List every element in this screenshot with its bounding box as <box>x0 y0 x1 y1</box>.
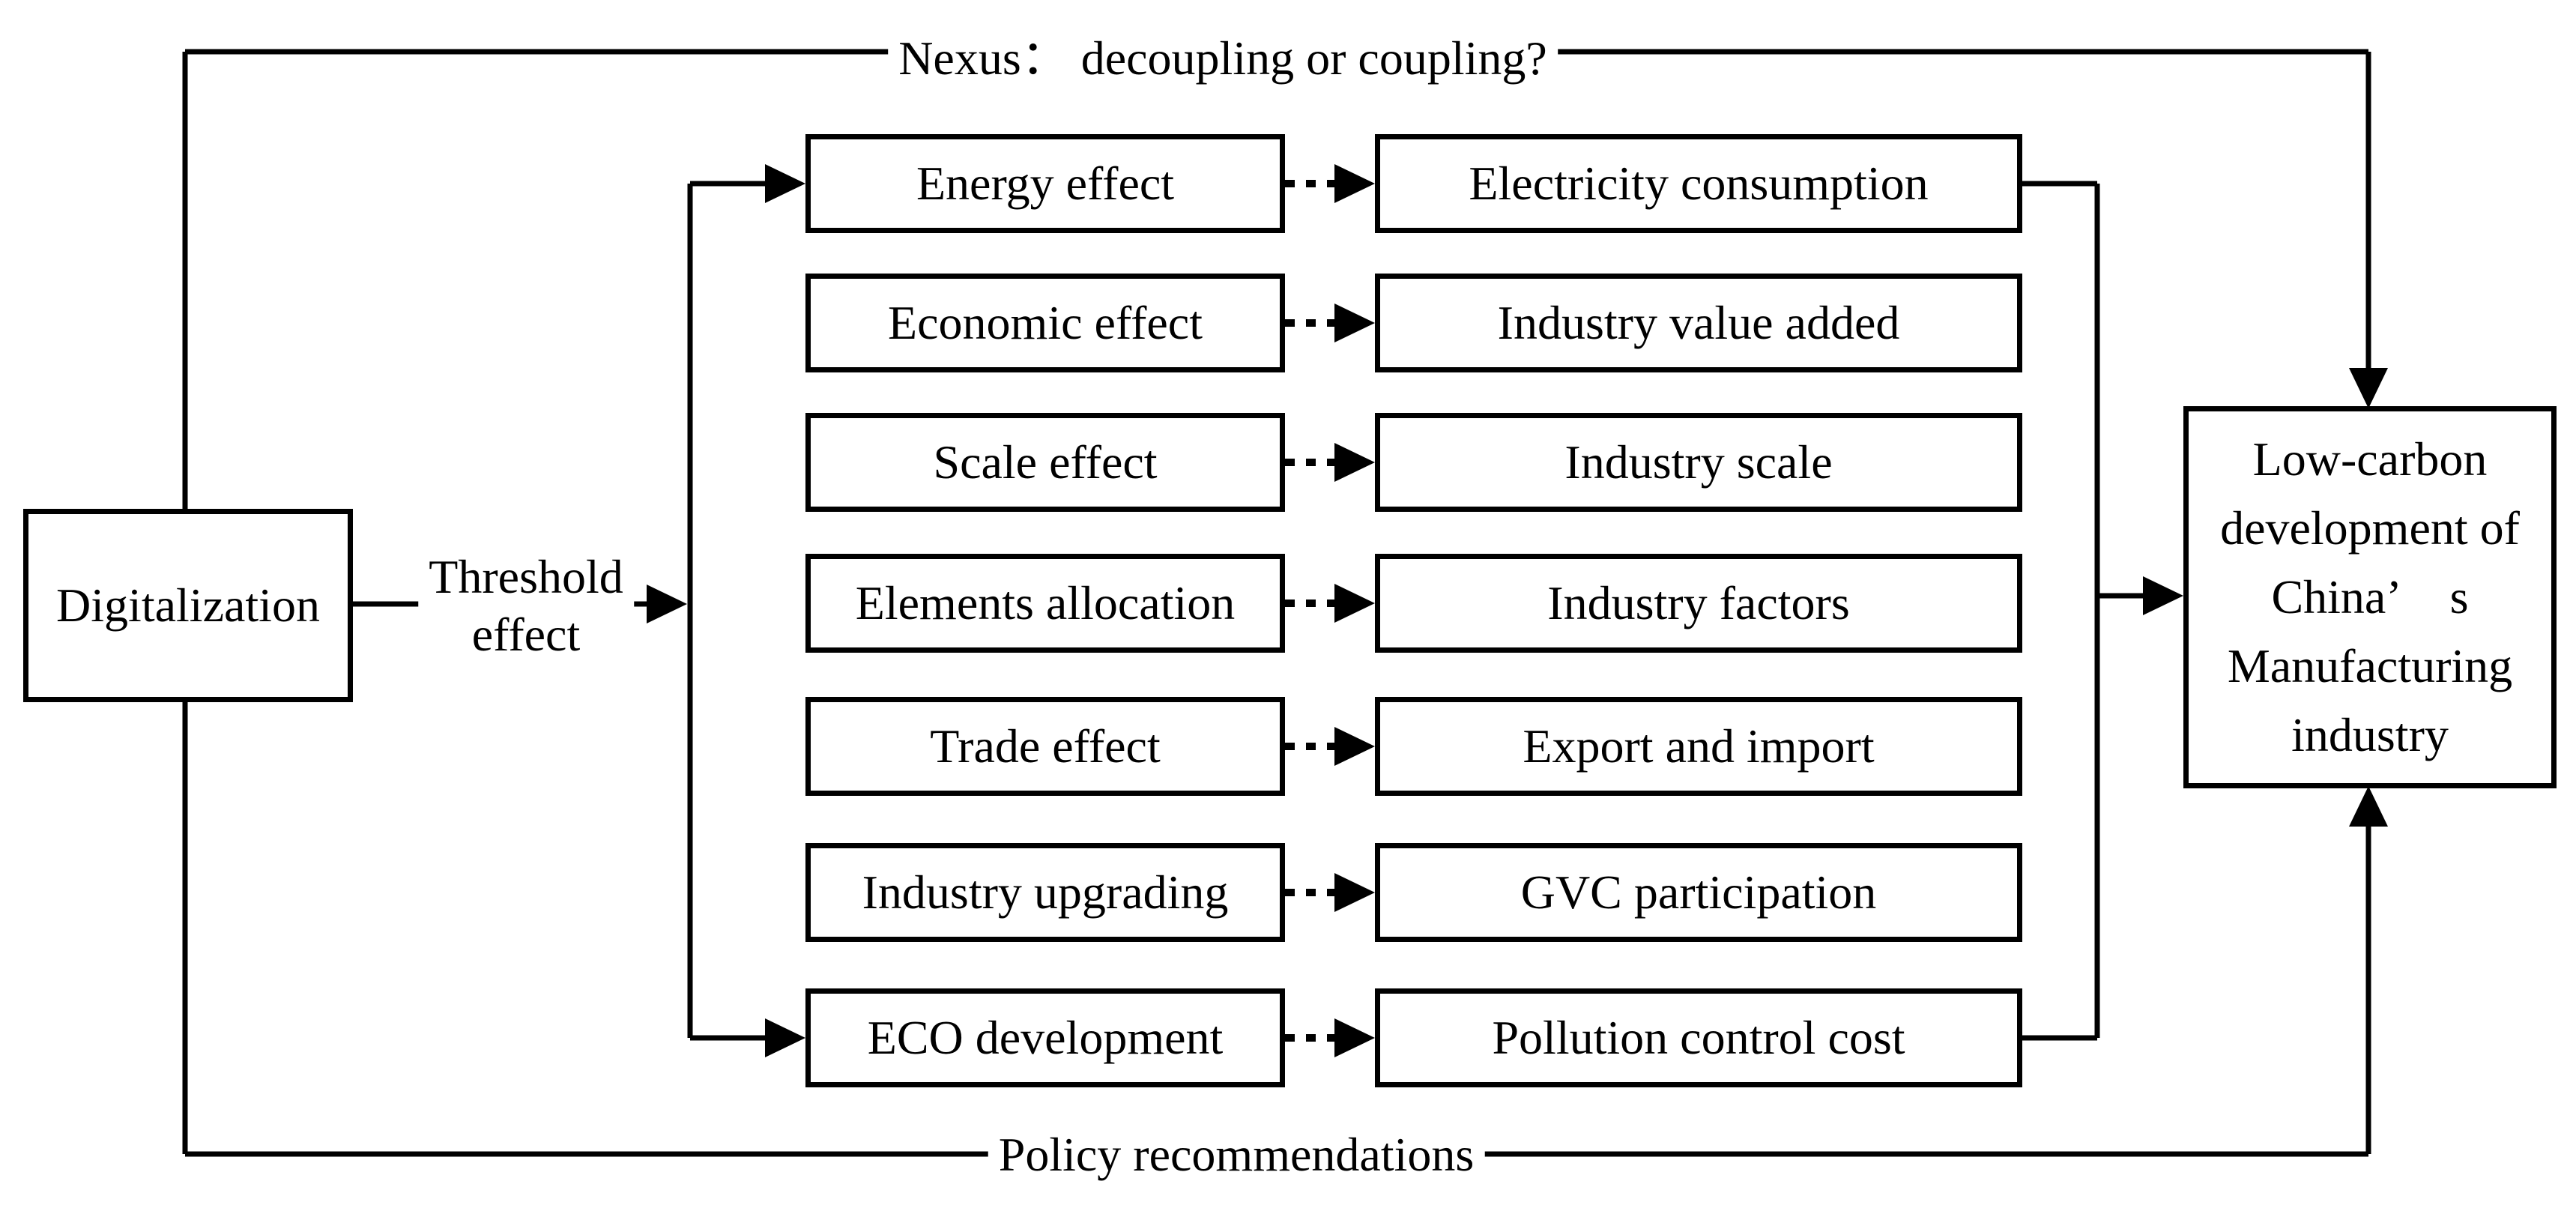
outcome-label-line3: China’ s <box>2271 570 2469 623</box>
arrowhead-right <box>1334 443 1375 482</box>
effect-label: Trade effect <box>930 719 1161 773</box>
effect-box-scale: Scale effect <box>805 413 1285 512</box>
effect-label: Energy effect <box>916 156 1175 210</box>
indicator-label: Pollution control cost <box>1492 1010 1905 1064</box>
arrowhead-right <box>647 585 687 623</box>
arrowhead-up <box>2349 786 2388 827</box>
indicator-box-factors: Industry factors <box>1375 554 2022 653</box>
outcome-label-line5: industry <box>2291 708 2449 761</box>
arrowhead-right <box>1334 727 1375 766</box>
arrowhead-right <box>1334 873 1375 912</box>
outcome-label-line4: Manufacturing <box>2227 639 2513 692</box>
arrowhead-down <box>2349 368 2388 408</box>
digitalization-label: Digitalization <box>56 578 320 632</box>
threshold-label-line1: Threshold <box>429 550 623 603</box>
indicator-box-electricity: Electricity consumption <box>1375 134 2022 233</box>
indicator-box-scale: Industry scale <box>1375 413 2022 512</box>
indicator-box-value-added: Industry value added <box>1375 274 2022 372</box>
indicator-label: Electricity consumption <box>1469 156 1929 210</box>
arrowhead-right <box>765 1018 805 1057</box>
arrowhead-right <box>1334 1018 1375 1057</box>
effect-box-eco: ECO development <box>805 988 1285 1087</box>
indicator-box-export-import: Export and import <box>1375 697 2022 796</box>
outcome-label-line1: Low-carbon <box>2252 432 2488 486</box>
indicator-box-pollution: Pollution control cost <box>1375 988 2022 1087</box>
indicator-label: Industry value added <box>1497 295 1900 349</box>
arrowhead-right <box>1334 303 1375 342</box>
threshold-label-line2: effect <box>471 608 581 661</box>
effect-box-energy: Energy effect <box>805 134 1285 233</box>
effect-label: Elements allocation <box>855 576 1236 629</box>
arrowhead-right <box>1334 584 1375 623</box>
effect-label: Economic effect <box>888 295 1203 349</box>
arrowhead-right <box>2143 576 2183 615</box>
effect-box-trade: Trade effect <box>805 697 1285 796</box>
arrowhead-right <box>765 164 805 203</box>
policy-label: Policy recommendations <box>988 1127 1485 1183</box>
indicator-label: Export and import <box>1523 719 1875 773</box>
effect-label: Industry upgrading <box>862 865 1229 919</box>
effect-box-elements: Elements allocation <box>805 554 1285 653</box>
effect-box-economic: Economic effect <box>805 274 1285 372</box>
outcome-label-line2: development of <box>2220 501 2520 555</box>
indicator-label: Industry scale <box>1564 435 1833 489</box>
indicator-box-gvc: GVC participation <box>1375 843 2022 942</box>
threshold-label: Threshold effect <box>418 548 634 663</box>
indicator-label: GVC participation <box>1520 865 1877 919</box>
outcome-box: Low-carbon development of China’ s Manuf… <box>2183 406 2557 788</box>
digitalization-box: Digitalization <box>23 509 353 702</box>
indicator-label: Industry factors <box>1547 576 1850 629</box>
effect-box-upgrading: Industry upgrading <box>805 843 1285 942</box>
nexus-label: Nexus： decoupling or coupling? <box>888 19 1558 88</box>
effect-label: ECO development <box>867 1010 1224 1064</box>
effect-label: Scale effect <box>933 435 1158 489</box>
arrowhead-right <box>1334 164 1375 203</box>
outcome-label: Low-carbon development of China’ s Manuf… <box>2220 425 2520 770</box>
